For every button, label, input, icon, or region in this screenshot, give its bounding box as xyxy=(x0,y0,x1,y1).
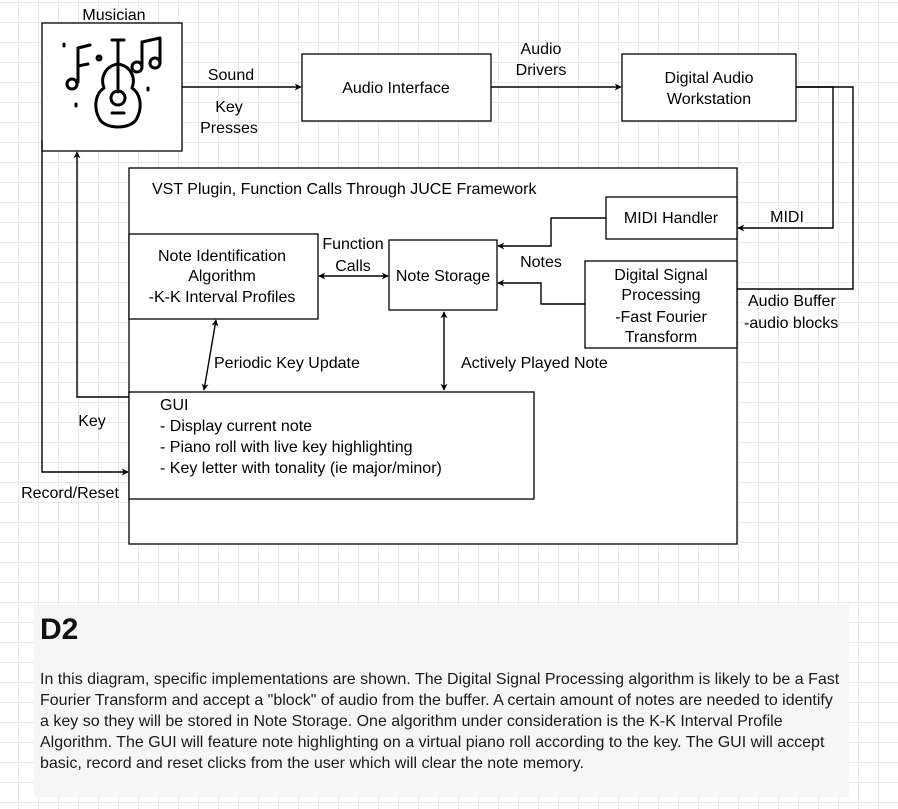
note-identification-label-line1: Note Identification xyxy=(158,248,286,265)
key-presses-label-line2: Presses xyxy=(200,120,258,137)
audio-interface-label: Audio Interface xyxy=(342,80,450,97)
sound-label: Sound xyxy=(208,67,254,84)
periodic-key-update-label: Periodic Key Update xyxy=(214,355,360,372)
document-body: In this diagram, specific implementation… xyxy=(40,671,840,772)
notes-label: Notes xyxy=(520,254,562,271)
midi-label: MIDI xyxy=(770,209,804,226)
document-section: D2 In this diagram, specific implementat… xyxy=(34,605,849,797)
gui-title: GUI xyxy=(160,397,188,414)
daw-label-line2: Workstation xyxy=(667,91,751,108)
gui-box xyxy=(128,391,535,500)
note-identification-box xyxy=(128,233,319,320)
gui-to-musician-arrow xyxy=(73,151,129,398)
gui-line3: - Key letter with tonality (ie major/min… xyxy=(160,460,442,477)
key-presses-label-line1: Key xyxy=(215,99,243,116)
midi-handler-box xyxy=(605,196,738,240)
document-title: D2 xyxy=(40,613,79,646)
midi-to-note-storage-arrow xyxy=(497,217,606,250)
block-diagram: Musician Audio Interface Digital Audio W… xyxy=(21,7,854,545)
daw-label-line1: Digital Audio xyxy=(665,70,754,87)
note-identification-label-line3: -K-K Interval Profiles xyxy=(149,289,296,306)
note-storage-label: Note Storage xyxy=(396,268,490,285)
dsp-label-line2: Processing xyxy=(621,287,700,304)
record-reset-label: Record/Reset xyxy=(21,485,119,502)
gui-line2: - Piano roll with live key highlighting xyxy=(160,439,413,456)
audio-interface-box xyxy=(301,53,492,122)
note-identification-label-line2: Algorithm xyxy=(188,268,256,285)
daw-box xyxy=(621,53,797,122)
key-label: Key xyxy=(78,413,106,430)
vst-plugin-label: VST Plugin, Function Calls Through JUCE … xyxy=(152,181,537,198)
musician-label: Musician xyxy=(82,7,145,24)
midi-handler-label: MIDI Handler xyxy=(624,210,719,227)
dsp-label-line4: Transform xyxy=(625,329,697,346)
dsp-label-line1: Digital Signal xyxy=(614,267,707,284)
musician-to-gui-arrow xyxy=(41,140,129,476)
dsp-box xyxy=(584,260,738,349)
gui-line1: - Display current note xyxy=(160,418,312,435)
periodic-key-update-arrow xyxy=(201,319,219,391)
audio-drivers-label-line2: Drivers xyxy=(516,62,567,79)
function-calls-label-line1: Function xyxy=(322,236,383,253)
daw-to-dsp-line xyxy=(737,86,854,290)
note-storage-box xyxy=(388,239,498,311)
audio-buffer-label-line1: Audio Buffer xyxy=(748,293,836,310)
dsp-label-line3: -Fast Fourier xyxy=(615,309,707,326)
guitar-music-notes-icon xyxy=(62,36,162,129)
audio-buffer-label-line2: -audio blocks xyxy=(744,315,838,332)
dsp-to-note-storage-arrow xyxy=(497,279,585,305)
function-calls-label-line2: Calls xyxy=(335,258,371,275)
actively-played-note-label: Actively Played Note xyxy=(461,355,608,372)
audio-drivers-label-line1: Audio xyxy=(521,41,562,58)
